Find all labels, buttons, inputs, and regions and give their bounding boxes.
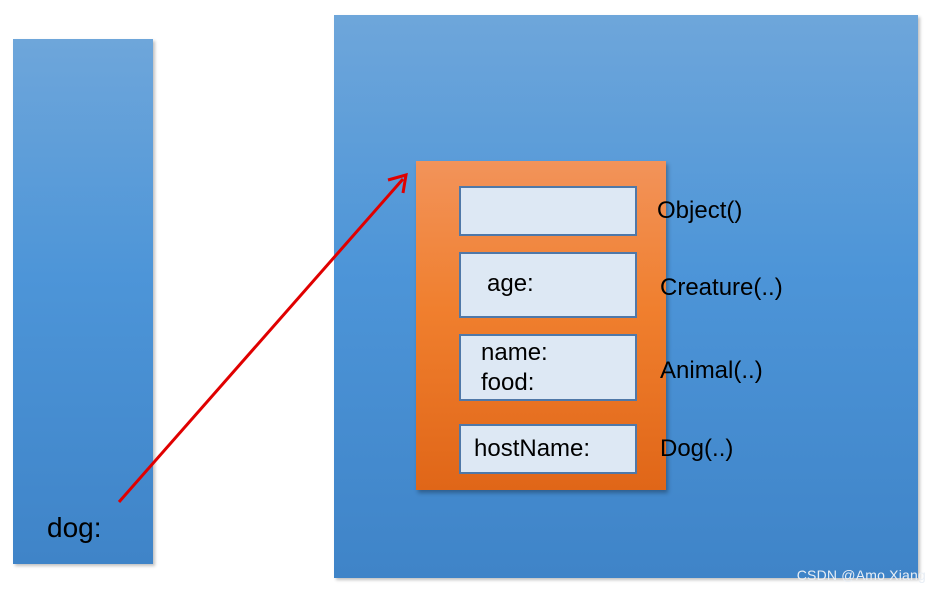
- object-fields-box: [459, 186, 637, 236]
- animal-fields-box: name: food:: [459, 334, 637, 401]
- stack-memory-area: [13, 39, 153, 564]
- creature-fields-box: age:: [459, 252, 637, 318]
- constructor-label-object: Object(): [657, 197, 743, 224]
- constructor-label-animal: Animal(..): [660, 357, 763, 384]
- food-field-label: food:: [481, 369, 535, 396]
- dog-fields-box: hostName:: [459, 424, 637, 474]
- hostname-field-label: hostName:: [474, 435, 591, 462]
- name-field-label: name:: [481, 339, 548, 366]
- constructor-label-dog: Dog(..): [660, 435, 734, 462]
- watermark: CSDN @Amo Xiang: [796, 567, 926, 583]
- stack-variable-label: dog:: [47, 512, 102, 543]
- age-field-label: age:: [487, 270, 534, 297]
- constructor-label-creature: Creature(..): [660, 274, 783, 301]
